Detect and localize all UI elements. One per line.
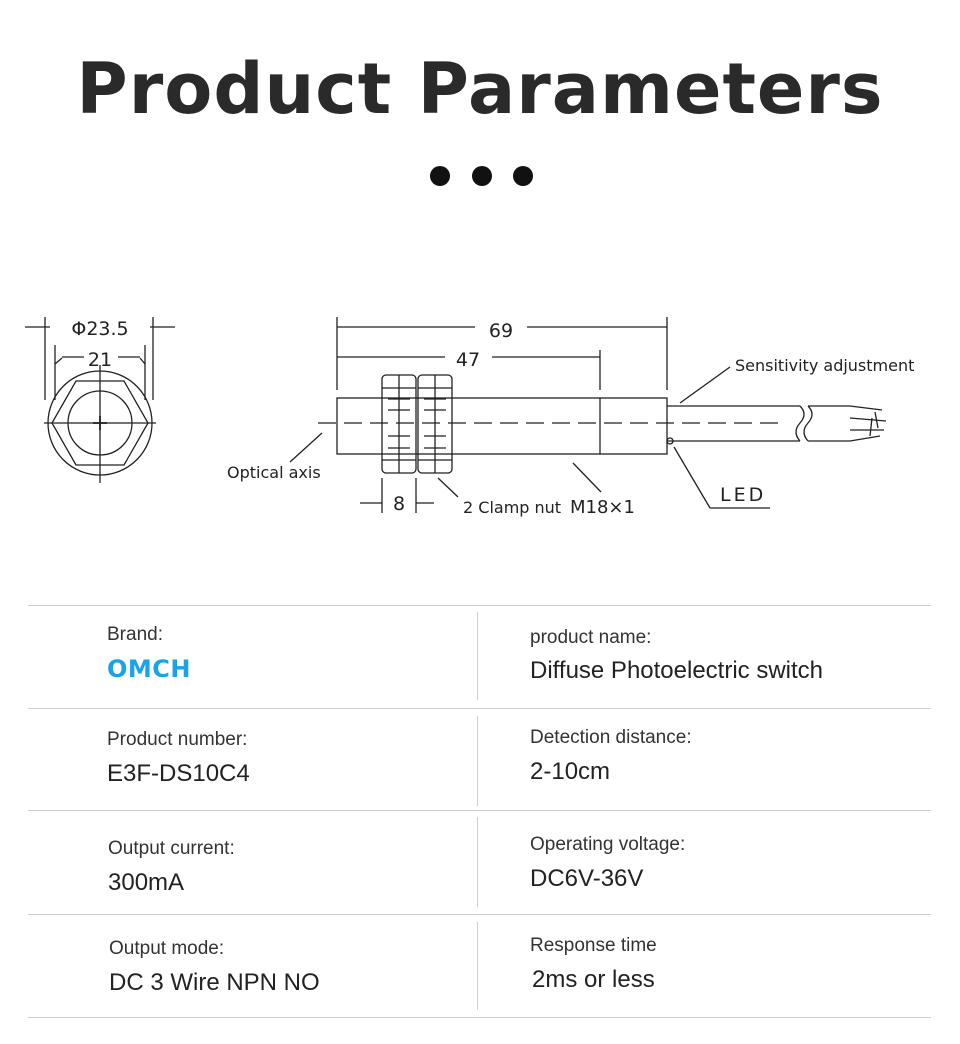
col-divider — [477, 716, 478, 806]
dim-inner-width: 21 — [88, 349, 112, 371]
dimension-drawing: Φ23.5 21 69 47 8 Optical axis 2 Clamp nu… — [25, 317, 914, 518]
brand-label: Brand: — [107, 624, 163, 645]
dot-2 — [472, 166, 492, 186]
row-divider — [28, 605, 931, 606]
operating-voltage-label: Operating voltage: — [530, 834, 686, 855]
dim-total-length: 69 — [489, 320, 513, 342]
row-divider — [28, 708, 931, 709]
output-mode-value: DC 3 Wire NPN NO — [109, 969, 320, 996]
response-time-value: 2ms or less — [532, 966, 655, 993]
col-divider — [477, 817, 478, 907]
row-divider — [28, 1017, 931, 1018]
dim-body-length: 47 — [456, 349, 480, 371]
sensitivity-label: Sensitivity adjustment — [735, 356, 914, 375]
dim-outer-diameter: Φ23.5 — [71, 318, 128, 340]
dot-3 — [513, 166, 533, 186]
brand-logo: OMCH — [107, 655, 191, 683]
response-time-label: Response time — [530, 935, 657, 956]
product-number-value: E3F-DS10C4 — [107, 760, 250, 787]
output-current-value: 300mA — [108, 869, 185, 896]
dot-1 — [430, 166, 450, 186]
output-current-label: Output current: — [108, 838, 235, 859]
led-label: LED — [720, 484, 766, 506]
operating-voltage-value: DC6V-36V — [530, 865, 644, 892]
product-name-value: Diffuse Photoelectric switch — [530, 657, 824, 684]
output-mode-label: Output mode: — [109, 938, 225, 959]
optical-axis-label: Optical axis — [227, 463, 321, 482]
page-title: Product Parameters — [76, 48, 884, 130]
detection-distance-value: 2-10cm — [530, 758, 611, 785]
product-number-label: Product number: — [107, 729, 248, 750]
clamp-nut-label: 2 Clamp nut — [463, 498, 561, 517]
dim-nut-width: 8 — [393, 493, 405, 515]
product-name-label: product name: — [530, 627, 652, 648]
row-divider — [28, 914, 931, 915]
row-divider — [28, 810, 931, 811]
col-divider — [477, 922, 478, 1010]
col-divider — [477, 612, 478, 700]
detection-distance-label: Detection distance: — [530, 727, 692, 748]
decorative-dots — [430, 166, 540, 186]
thread-label: M18×1 — [570, 497, 635, 518]
